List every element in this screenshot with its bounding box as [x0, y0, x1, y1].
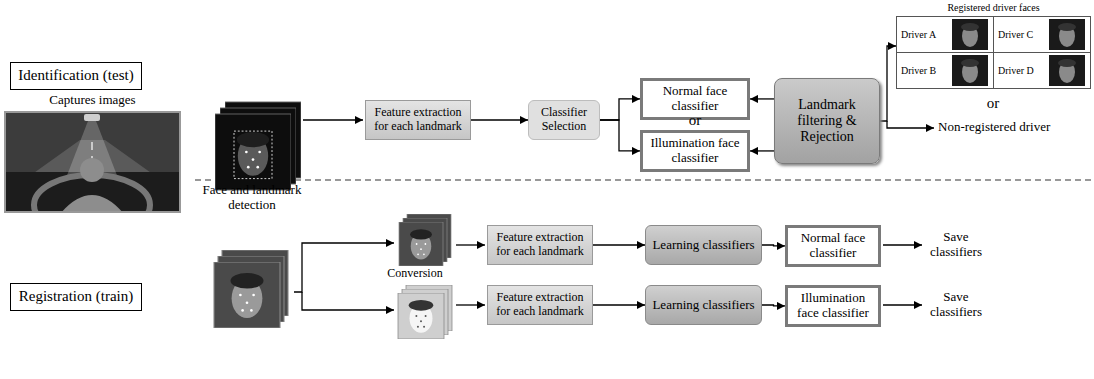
car-interior-illustration [5, 112, 180, 212]
process-box: Feature extraction for each landmark [365, 100, 471, 140]
driver-body [60, 195, 124, 212]
node-text: Normal face classifier [793, 231, 873, 261]
flow-arrow [750, 150, 774, 151]
flow-arrow [471, 119, 528, 120]
output-label: Save classifiers [925, 230, 987, 260]
node-text: Learning classifiers [652, 298, 754, 313]
process-box: Classifier Selection [528, 100, 600, 140]
flow-arrow [887, 121, 934, 128]
or-label: or [978, 95, 1008, 112]
driver-photo [1049, 55, 1085, 86]
classifier-box: Illumination face classifier [640, 130, 750, 172]
classifier-box: Normal face classifier [785, 225, 881, 267]
flow-arrow [456, 304, 485, 305]
process-box: Learning classifiers [645, 285, 762, 325]
flow-arrow [294, 243, 394, 292]
flow-arrow [456, 244, 485, 245]
process-box: Feature extraction for each landmark [487, 285, 593, 325]
flow-arrow [880, 46, 896, 121]
face-photo [399, 222, 443, 266]
driver-grid: Registered driver facesDriver A Driver C D… [896, 2, 1091, 90]
driver-cell: Driver B [896, 52, 994, 89]
driver-cell: Driver D [993, 52, 1091, 89]
illustration-frame [5, 112, 180, 212]
output-label: Save classifiers [925, 290, 987, 320]
node-text: Normal face classifier [648, 84, 742, 114]
driver-cell: Driver A [896, 16, 994, 53]
caption-label: Captures images [5, 93, 180, 108]
grid-heading: Registered driver faces [896, 2, 1091, 14]
node-text: Feature extraction for each landmark [493, 291, 587, 319]
flow-arrow [762, 304, 785, 306]
or-label: or [680, 112, 710, 129]
flow-arrow [750, 98, 774, 99]
step-label: Face and landmark detection [195, 183, 309, 213]
classifier-box: Illumination face classifier [785, 285, 881, 327]
process-box: Feature extraction for each landmark [487, 225, 593, 265]
flow-arrow [302, 292, 394, 310]
process-box: Landmark filtering & Rejection [774, 78, 880, 164]
face-photo [398, 293, 444, 339]
node-text: Driver D [998, 65, 1034, 77]
flow-arrow [600, 120, 640, 151]
phase-box: Registration (train) [10, 283, 142, 311]
flow-arrow [593, 244, 645, 245]
node-text: Driver A [901, 29, 936, 41]
node-text: Identification (test) [18, 67, 133, 84]
flow-arrow [303, 119, 363, 120]
divider-line [195, 179, 1094, 180]
node-text: Feature extraction for each landmark [493, 231, 587, 259]
node-text: Learning classifiers [652, 238, 754, 253]
node-text: Landmark filtering & Rejection [780, 97, 874, 145]
driver-cell: Driver C [993, 16, 1091, 53]
node-text: Registration (train) [19, 288, 134, 305]
driver-photo [952, 55, 988, 86]
driver-head [80, 158, 104, 182]
node-text: Classifier Selection [534, 106, 594, 134]
node-text: Driver B [901, 65, 936, 77]
flow-arrow [883, 244, 922, 245]
flow-arrow [600, 99, 640, 120]
flow-arrow [762, 244, 785, 246]
process-box: Learning classifiers [645, 225, 762, 265]
phase-box: Identification (test) [10, 62, 142, 90]
node-text: Feature extraction for each landmark [371, 106, 465, 134]
driver-photo [1049, 19, 1085, 50]
flow-arrow [883, 304, 922, 305]
node-text: Illumination face classifier [648, 136, 742, 166]
step-label: Conversion [375, 267, 455, 281]
node-text: Driver C [998, 29, 1033, 41]
face-photo [215, 114, 291, 190]
node-text: Illumination face classifier [793, 291, 873, 321]
outcome-label: Non-registered driver [938, 120, 1088, 135]
camera [84, 114, 100, 121]
driver-photo [952, 19, 988, 50]
flow-arrow [593, 304, 645, 305]
face-photo [214, 262, 280, 328]
